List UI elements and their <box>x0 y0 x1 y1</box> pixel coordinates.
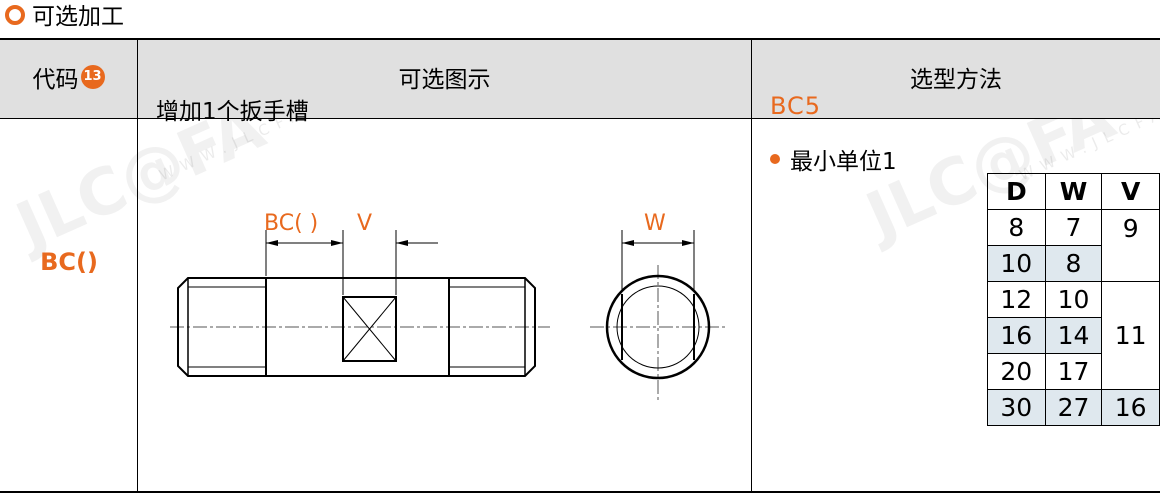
column-divider <box>137 38 138 493</box>
cell-w: 17 <box>1044 353 1103 390</box>
header-diagram: 可选图示 <box>398 67 491 93</box>
cell-d: 10 <box>987 245 1046 282</box>
table-row: 20 17 <box>987 353 1160 390</box>
cell-d: 16 <box>987 317 1046 354</box>
method-note-text: 最小单位1 <box>790 149 897 175</box>
header-code: 代码 13 <box>0 38 137 116</box>
method-code: BC5 <box>770 92 822 120</box>
table-row: 8 7 9 <box>987 209 1160 282</box>
cell-v: 11 <box>1101 281 1160 390</box>
bullet-icon <box>770 154 780 164</box>
cell-w: 8 <box>1044 245 1103 282</box>
spec-table-header: D W V <box>987 173 1160 210</box>
dim-bc-label: BC( ) <box>264 211 318 236</box>
cell-d: 8 <box>987 209 1046 246</box>
col-v: V <box>1101 173 1160 210</box>
cell-w: 7 <box>1044 209 1103 246</box>
cell-w: 27 <box>1044 389 1103 426</box>
cell-d: 20 <box>987 353 1046 390</box>
method-note: 最小单位1 <box>770 142 897 176</box>
column-divider <box>751 38 752 493</box>
dim-v-label: V <box>357 211 372 236</box>
options-table: 代码 13 可选图示 选型方法 <box>0 38 1160 496</box>
col-d: D <box>987 173 1046 210</box>
footnote-badge: 13 <box>80 65 105 89</box>
table-row: 10 8 <box>987 245 1160 282</box>
cell-d: 30 <box>987 389 1046 426</box>
cell-w: 10 <box>1044 281 1103 318</box>
ring-icon <box>5 5 25 25</box>
cell-v: 16 <box>1101 389 1160 426</box>
spec-table: D W V 8 7 9 10 8 12 10 11 16 14 20 17 30… <box>987 173 1160 426</box>
table-row: 12 10 11 <box>987 281 1160 390</box>
col-w: W <box>1044 173 1103 210</box>
section-header: 可选加工 <box>0 0 1160 36</box>
wrench-flat-drawing: BC( ) V W <box>170 211 728 400</box>
dim-w-label: W <box>644 211 666 236</box>
cell-v: 9 <box>1101 209 1160 282</box>
cell-d: 12 <box>987 281 1046 318</box>
header-method: 选型方法 <box>910 67 1002 93</box>
cell-w: 14 <box>1044 317 1103 354</box>
table-bottom-border <box>0 491 1160 493</box>
table-row: 30 27 16 <box>987 389 1160 426</box>
diagram-title: 增加1个扳手槽 <box>156 99 309 125</box>
option-code: BC() <box>40 248 98 276</box>
table-header <box>0 38 1160 119</box>
header-code-label: 代码 <box>32 67 79 93</box>
section-title: 可选加工 <box>32 4 124 30</box>
table-row: 16 14 <box>987 317 1160 354</box>
